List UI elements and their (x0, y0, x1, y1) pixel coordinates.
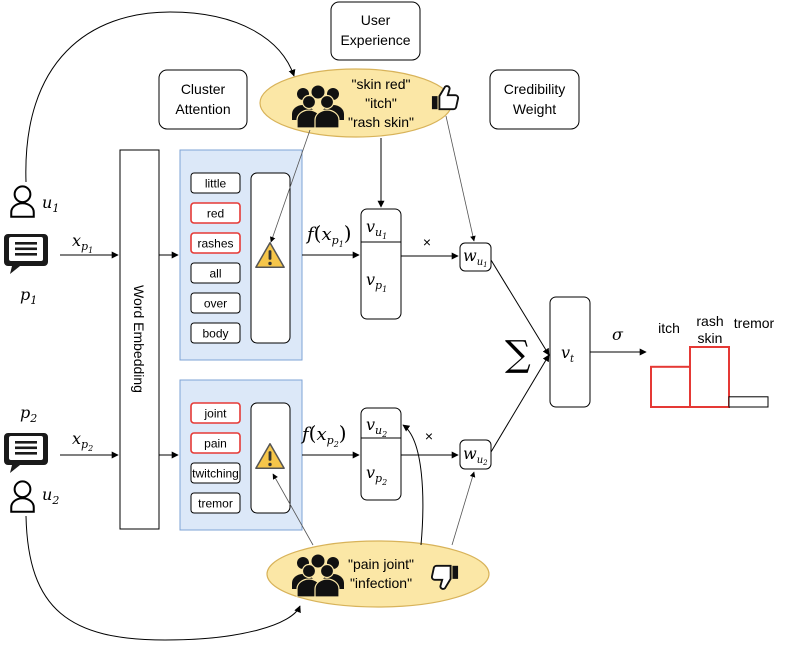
output-bar-2 (689, 346, 730, 408)
word-chip-label: body (202, 327, 228, 341)
experience-bottom-phrase-2: "infection" (350, 575, 412, 591)
post-vector-top: vu1 vp1 (360, 208, 402, 320)
cluster-attention-box: Cluster Attention (158, 69, 248, 130)
f-xp1-label: f(xp1) (305, 221, 352, 249)
x-p1-label: xp1 (72, 231, 93, 255)
cluster-attention-label-line1: Cluster (181, 81, 226, 97)
word-chip-pain: pain (190, 432, 241, 454)
chat-bubble-icon (4, 433, 48, 473)
attention-panel-bottom: joint pain twitching tremor (179, 379, 303, 531)
output-label-itch: itch (658, 320, 680, 336)
credibility-weight-label-line1: Credibility (504, 81, 565, 97)
word-embedding-block: Word Embedding (119, 149, 160, 530)
word-chip-over: over (190, 292, 241, 314)
experience-top-phrase-1: "skin red" (352, 76, 411, 92)
word-chip-body: body (190, 322, 241, 344)
word-chip-little: little (190, 172, 241, 194)
sum-symbol: ∑ (505, 334, 531, 375)
word-chip-label: little (205, 177, 227, 191)
word-chip-label: all (209, 267, 221, 281)
user-experience-label-line2: Experience (340, 32, 410, 48)
output-label-tremor: tremor (734, 315, 775, 331)
weight-top: wu1 (459, 242, 492, 272)
word-chip-label: over (204, 297, 227, 311)
word-chip-label: rashes (197, 237, 233, 251)
word-chip-all: all (190, 262, 241, 284)
v-u1-label: vu1 (366, 217, 387, 241)
output-label-skin: skin (698, 330, 723, 346)
output-bar-3 (728, 396, 769, 408)
post-1: p1 (4, 234, 48, 307)
user-2: u2 (10, 480, 59, 513)
weight-bottom: wu2 (459, 439, 492, 470)
credibility-weight-label-line2: Weight (513, 101, 556, 117)
experience-bottom: "pain joint" "infection" (266, 540, 490, 608)
v-u2-label: vu2 (366, 415, 387, 439)
credibility-weight-box: Credibility Weight (489, 69, 580, 130)
word-chip-label: joint (203, 407, 227, 421)
word-chip-red: red (190, 202, 241, 224)
experience-bottom-phrase-1: "pain joint" (348, 556, 414, 572)
times-bottom: × (425, 428, 433, 444)
chat-bubble-icon (4, 234, 48, 274)
post-vector-bottom: vu2 vp2 (360, 407, 402, 501)
user-experience-box: User Experience (330, 1, 421, 61)
word-chip-tremor: tremor (190, 492, 241, 514)
cluster-attention-label-line2: Attention (175, 101, 230, 117)
v-t-label: vt (561, 343, 575, 365)
output-bar-1 (650, 365, 691, 408)
word-embedding-label: Word Embedding (131, 285, 147, 393)
output-label-rash: rash (696, 313, 723, 329)
output-chart: itch rash skin tremor (650, 313, 775, 408)
user-vector: vt (549, 296, 591, 408)
attention-panel-top: little red rashes all over body (179, 149, 303, 361)
sigma-label: σ (612, 325, 624, 344)
x-p2-label: xp2 (72, 429, 93, 453)
post-2: p2 (4, 403, 48, 473)
times-top: × (423, 234, 431, 250)
user-icon (10, 480, 35, 513)
experience-top-phrase-3: "rash skin" (348, 114, 414, 130)
user-experience-label-line1: User (361, 12, 391, 28)
w-u1-label: wu1 (463, 246, 488, 269)
word-chip-label: red (207, 207, 224, 221)
v-p1-label: vp1 (366, 270, 387, 294)
word-chip-label: twitching (192, 467, 239, 481)
w-u2-label: wu2 (463, 444, 488, 467)
user-icon (10, 185, 35, 218)
experience-top-phrase-2: "itch" (365, 95, 397, 111)
connectors (25, 11, 647, 641)
user-2-symbol: u2 (42, 485, 59, 507)
user-1-symbol: u1 (42, 193, 59, 215)
user-1: u1 (10, 185, 59, 218)
word-chip-rashes: rashes (190, 232, 241, 254)
f-xp2-label: f(xp2) (300, 421, 347, 449)
v-p2-label: vp2 (366, 463, 387, 487)
post-1-symbol: p1 (20, 285, 37, 307)
word-chip-joint: joint (190, 402, 241, 424)
word-chip-label: tremor (198, 497, 233, 511)
post-2-symbol: p2 (20, 403, 37, 425)
word-chip-twitching: twitching (190, 462, 241, 484)
experience-top: "skin red" "itch" "rash skin" (259, 68, 459, 138)
word-chip-label: pain (204, 437, 227, 451)
